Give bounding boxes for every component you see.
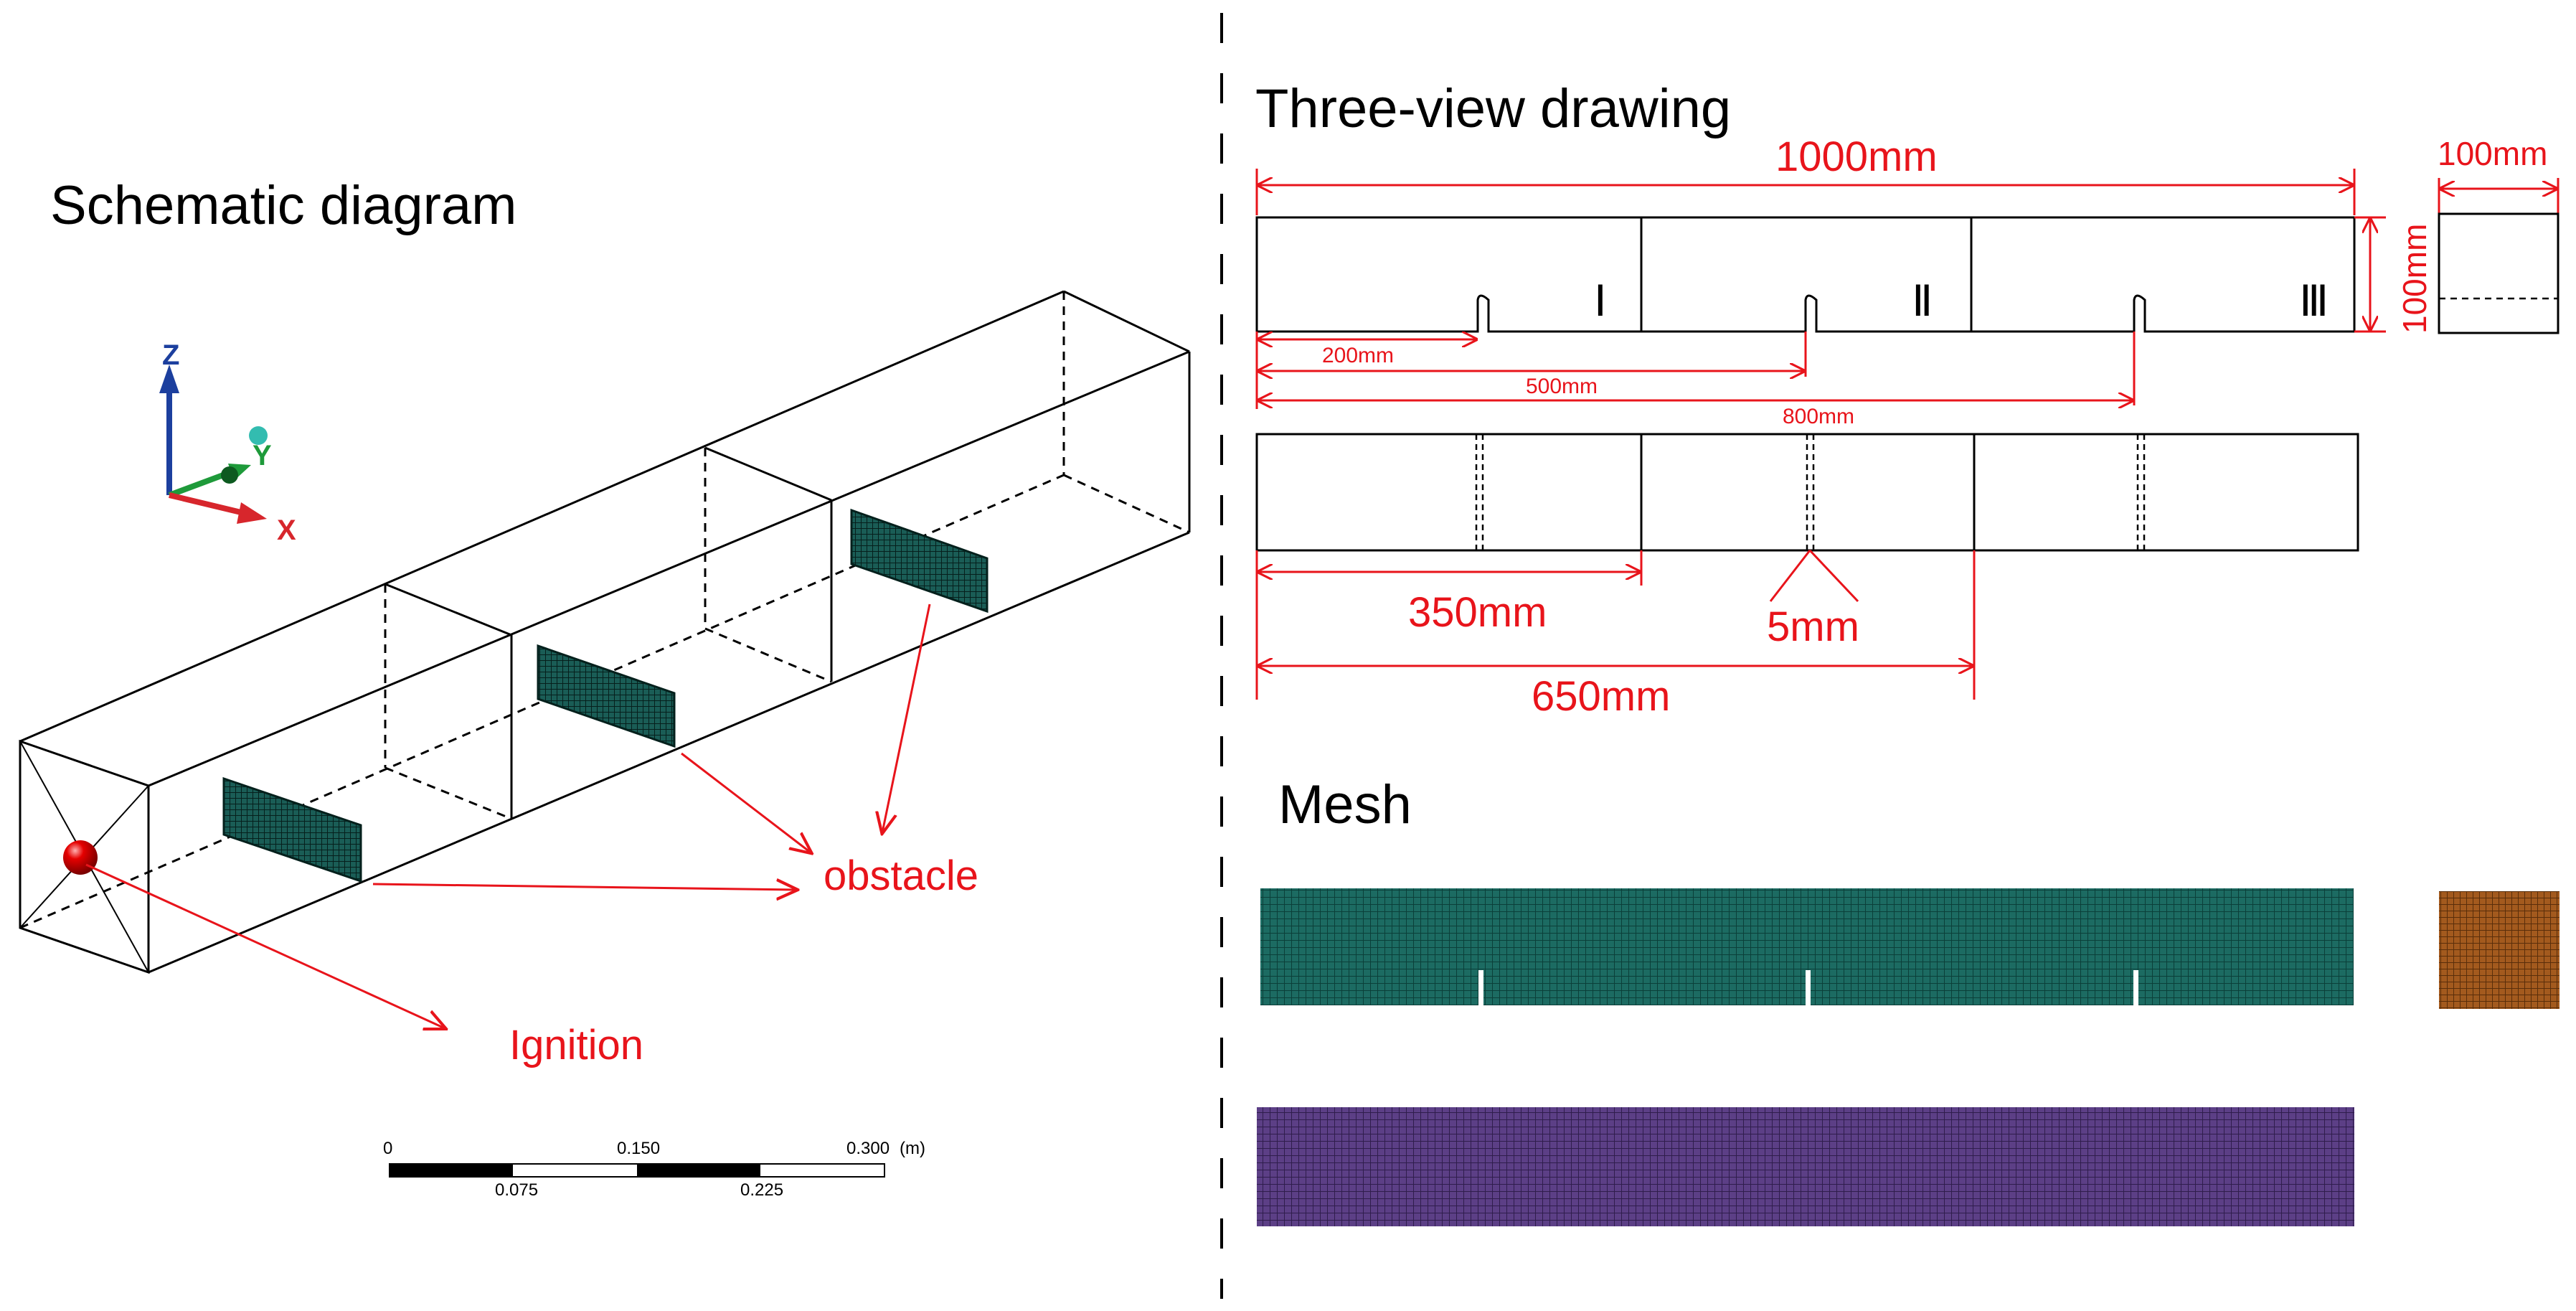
mesh-top-view: [1257, 1107, 2354, 1226]
section-label-2: Ⅱ: [1912, 278, 1933, 325]
scale-tick-0225: 0.225: [740, 1180, 783, 1200]
side-view: [1255, 216, 2356, 333]
mesh-end-view: [2439, 891, 2560, 1009]
schematic-title: Schematic diagram: [50, 175, 517, 236]
three-view-title: Three-view drawing: [1255, 78, 1731, 139]
duct-edge-top-near: [148, 350, 1190, 787]
side-view-outline: [1255, 216, 2356, 333]
label-obstacle: obstacle: [824, 852, 978, 899]
scale-tick-0: 0: [383, 1139, 392, 1158]
dim-obs2-label: 500mm: [1526, 375, 1598, 398]
end-view-outline: [2438, 212, 2560, 334]
dim-height: [2354, 216, 2386, 333]
mesh-title: Mesh: [1278, 774, 1412, 835]
duct-back-right: [1063, 290, 1190, 353]
arrow-obstacle-2: [681, 752, 811, 852]
axis-x-line: [169, 492, 245, 516]
scale-seg-1: [390, 1164, 513, 1177]
top-view-outline: [1255, 433, 2359, 552]
dim-seg2-label: 650mm: [1532, 673, 1670, 720]
scale-bar: 0 0.150 0.300 (m) 0.075 0.225: [383, 1139, 925, 1200]
arrow-ignition: [85, 863, 445, 1028]
duct-edge-bottom-near: [148, 531, 1190, 974]
scale-seg-3: [637, 1164, 760, 1177]
dim-width: [2438, 178, 2560, 215]
dim-height-label: 100mm: [2396, 224, 2433, 334]
section-divider-2: [704, 446, 832, 502]
coordinate-axes: Z Y X: [159, 339, 296, 546]
dim-width-label: 100mm: [2438, 135, 2547, 172]
dim-seg1-label: 350mm: [1408, 589, 1547, 636]
duct-edge-top-far: [19, 290, 1065, 743]
scale-unit: (m): [900, 1139, 925, 1158]
dim-obs1-label: 200mm: [1322, 344, 1394, 367]
obstacle-plate-1: [222, 776, 362, 883]
dim-length: [1255, 169, 2356, 215]
section-label-1: Ⅰ: [1594, 278, 1607, 325]
axis-y-ball: [249, 426, 268, 445]
dim-thickness-leader-left: [1769, 550, 1811, 602]
axis-z-arrow: [159, 365, 179, 393]
obstacle-plate-3: [850, 508, 989, 614]
scale-tick-0150: 0.150: [617, 1139, 660, 1158]
axis-x-arrow: [237, 502, 267, 524]
axis-origin: [221, 466, 238, 484]
duct-wireframe: [19, 290, 1191, 974]
scale-tick-0300: 0.300: [846, 1139, 890, 1158]
mesh-obstacle-gap-3: [2133, 970, 2138, 1005]
axis-z-label: Z: [162, 339, 179, 371]
dim-thickness-label: 5mm: [1767, 603, 1859, 650]
scale-tick-0075: 0.075: [495, 1180, 538, 1200]
dim-obstacle-positions: [1255, 332, 2136, 409]
axis-y-label: Y: [253, 440, 272, 471]
top-view: [1255, 433, 2359, 552]
dim-segments: [1255, 549, 1976, 700]
section-label-3: Ⅲ: [2299, 278, 2329, 325]
annotation-arrows: [85, 603, 931, 1028]
arrow-obstacle-3: [882, 603, 931, 832]
dim-thickness-leader-right: [1808, 549, 1859, 603]
ignition-point: [63, 840, 98, 875]
label-ignition: Ignition: [509, 1022, 643, 1068]
mesh-obstacle-gap-2: [1806, 970, 1811, 1005]
section-divider-1: [384, 583, 512, 636]
obstacle-plate-2: [537, 644, 676, 748]
axis-x-label: X: [277, 514, 296, 546]
mesh-obstacle-gap-1: [1478, 970, 1483, 1005]
arrow-obstacle-1: [372, 884, 796, 890]
dim-obs3-label: 800mm: [1783, 405, 1854, 428]
dim-length-label: 1000mm: [1775, 133, 1938, 180]
